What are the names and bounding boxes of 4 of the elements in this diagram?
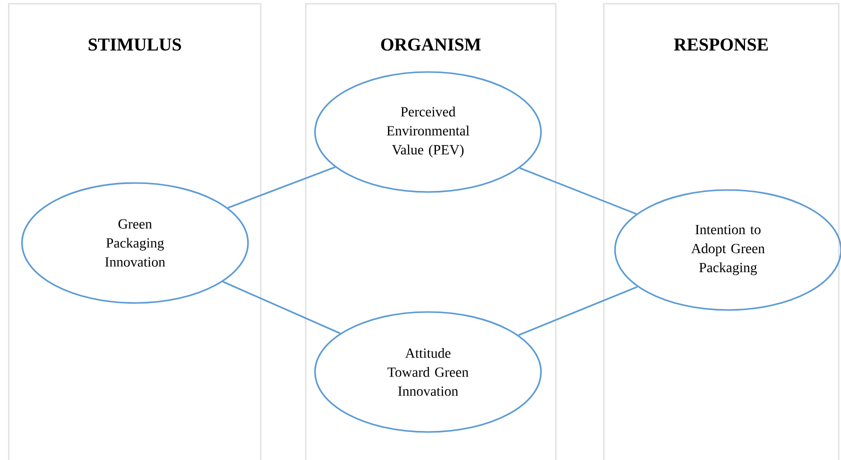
connector-line: [519, 167, 637, 215]
connector-line: [518, 286, 638, 336]
connector-line: [222, 280, 340, 334]
connector-line: [228, 166, 336, 209]
